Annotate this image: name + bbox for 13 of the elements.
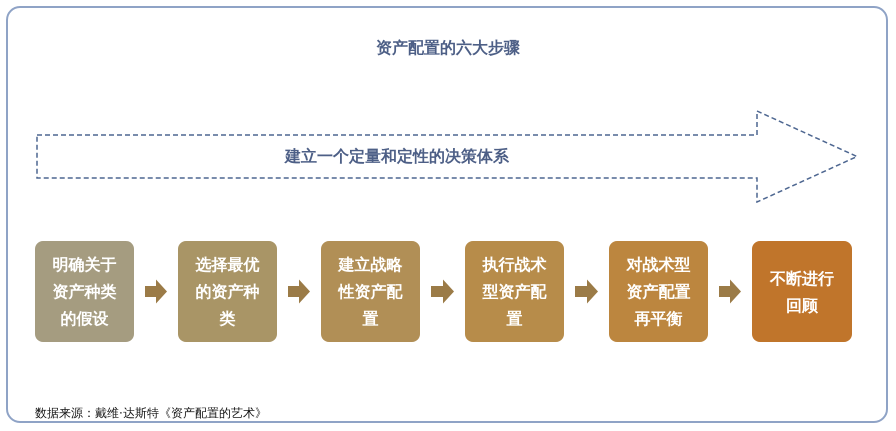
arrow	[145, 280, 167, 304]
arrow	[719, 280, 741, 304]
step-box: 执行战术型资产配置	[465, 241, 564, 342]
step-box: 建立战略性资产配置	[321, 241, 420, 342]
arrow	[431, 280, 454, 304]
step-box: 明确关于资产种类的假设	[35, 241, 134, 342]
arrow-text: 建立一个定量和定性的决策体系	[283, 146, 510, 167]
step-box: 对战术型资产配置再平衡	[609, 241, 708, 342]
source-note: 数据来源：戴维·达斯特《资产配置的艺术》	[35, 405, 267, 422]
arrow	[288, 280, 310, 304]
step-box: 选择最优的资产种类	[178, 241, 277, 342]
step-box: 不断进行回顾	[752, 241, 852, 342]
title: 资产配置的六大步骤	[375, 38, 521, 59]
